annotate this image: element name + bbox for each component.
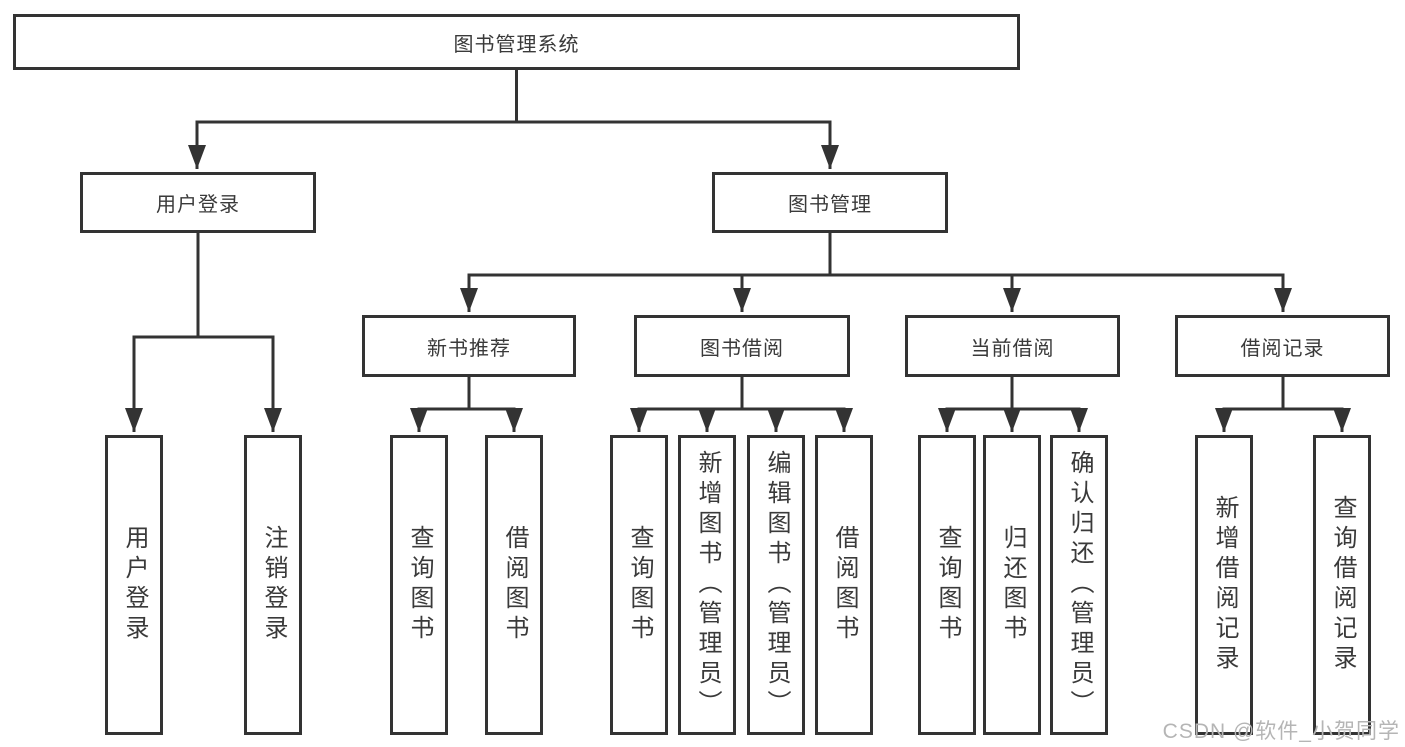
leaf-borrow-edit-books-admin: 编辑图书（管理员） <box>747 435 805 735</box>
level2-box-user-login: 用户登录 <box>80 172 316 233</box>
leaf-record-query: 查询借阅记录 <box>1313 435 1371 735</box>
leaf-logout: 注销登录 <box>244 435 302 735</box>
leaf-user-login: 用户登录 <box>105 435 163 735</box>
leaf-current-confirm-return-admin: 确认归还（管理员） <box>1050 435 1108 735</box>
leaf-current-return-books: 归还图书 <box>983 435 1041 735</box>
leaf-record-add: 新增借阅记录 <box>1195 435 1253 735</box>
leaf-newbook-borrow-books: 借阅图书 <box>485 435 543 735</box>
csdn-watermark: CSDN @软件_小贺同学 <box>1162 720 1400 743</box>
level3-box-new-book: 新书推荐 <box>362 315 576 377</box>
root-box-library-system: 图书管理系统 <box>13 14 1020 70</box>
level2-box-book-mgmt: 图书管理 <box>712 172 948 233</box>
leaf-current-query-books: 查询图书 <box>918 435 976 735</box>
leaf-newbook-query-books: 查询图书 <box>390 435 448 735</box>
level3-box-current-borrow: 当前借阅 <box>905 315 1120 377</box>
leaf-borrow-borrow-books: 借阅图书 <box>815 435 873 735</box>
level3-box-borrow-record: 借阅记录 <box>1175 315 1390 377</box>
leaf-borrow-add-books-admin: 新增图书（管理员） <box>678 435 736 735</box>
leaf-borrow-query-books: 查询图书 <box>610 435 668 735</box>
level3-box-book-borrow: 图书借阅 <box>634 315 850 377</box>
